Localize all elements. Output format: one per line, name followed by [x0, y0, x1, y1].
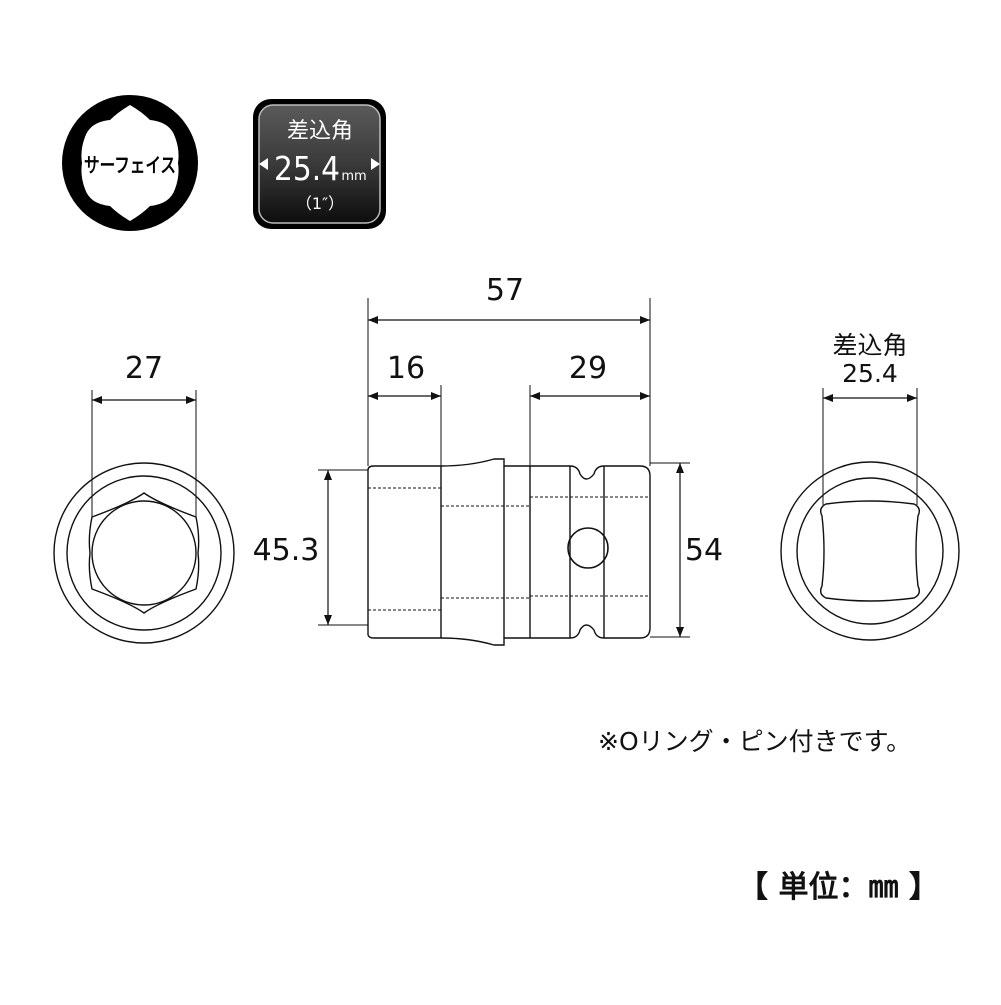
- dim-front-width: 27: [125, 351, 163, 386]
- dim-drive-depth: 29: [569, 351, 607, 386]
- front-view-hex: [53, 390, 235, 644]
- surface-badge: サーフェイス: [62, 95, 198, 231]
- right-arrow-icon: [371, 158, 380, 170]
- dim-drive-label-value: 25.4: [842, 359, 898, 388]
- back-view-square-drive: [780, 388, 960, 641]
- surface-badge-label: サーフェイス: [84, 153, 176, 177]
- dim-body-diameter-right: 54: [685, 533, 723, 568]
- drive-badge-value: 25.4: [274, 149, 340, 188]
- dim-overall-length: 57: [486, 273, 524, 308]
- dim-drive-label-title: 差込角: [832, 331, 907, 360]
- drive-badge-inch: （1″）: [296, 194, 344, 213]
- drive-badge-title: 差込角: [287, 119, 353, 144]
- side-view-socket: [318, 298, 690, 646]
- dim-socket-depth: 16: [387, 351, 425, 386]
- unit-label: 【 単位：㎜ 】: [738, 870, 939, 905]
- drive-badge-unit: mm: [341, 169, 366, 184]
- left-arrow-icon: [259, 158, 268, 170]
- drive-size-badge: 差込角 25.4 mm （1″）: [253, 99, 386, 229]
- accessory-note: ※Oリング・ピン付きです。: [598, 727, 912, 756]
- dim-body-diameter-left: 45.3: [253, 533, 320, 568]
